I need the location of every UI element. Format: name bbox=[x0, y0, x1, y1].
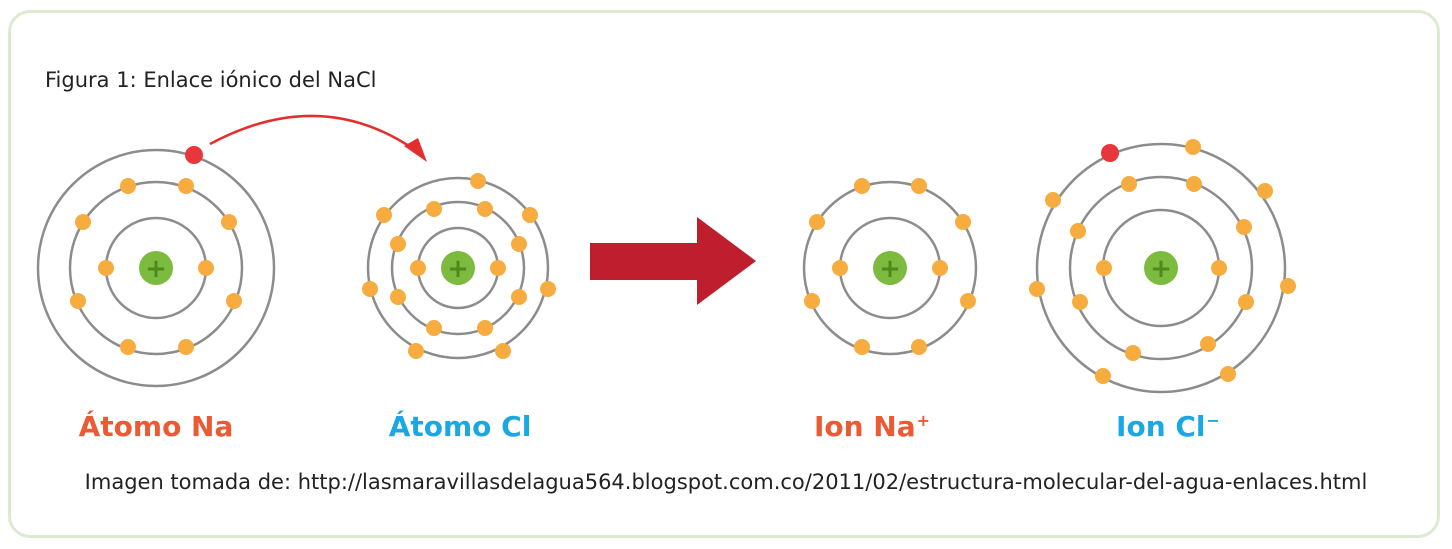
electron bbox=[477, 320, 493, 336]
electron bbox=[1045, 192, 1061, 208]
label-cl-ion-text: Ion Cl bbox=[1116, 410, 1206, 443]
electron bbox=[98, 260, 114, 276]
electron bbox=[1185, 139, 1201, 155]
electron bbox=[120, 339, 136, 355]
electron bbox=[804, 293, 820, 309]
electron bbox=[854, 339, 870, 355]
electron bbox=[854, 178, 870, 194]
electron bbox=[955, 214, 971, 230]
reaction-arrow bbox=[590, 217, 756, 305]
electron bbox=[911, 178, 927, 194]
cl-atom-nucleus-symbol: + bbox=[447, 254, 469, 284]
electron bbox=[1070, 223, 1086, 239]
electron-transfer-arrowhead bbox=[404, 138, 427, 162]
cl-ion-nucleus bbox=[1144, 251, 1178, 285]
cl-atom: + bbox=[362, 173, 556, 360]
label-na-ion: Ion Na+ bbox=[722, 410, 1022, 443]
cl-ion-orbit-3 bbox=[1035, 142, 1287, 394]
image-source: Imagen tomada de: http://lasmaravillasde… bbox=[84, 470, 1368, 494]
figure-frame bbox=[8, 10, 1440, 538]
electron bbox=[221, 214, 237, 230]
electron bbox=[490, 260, 506, 276]
na-ion-orbit-2 bbox=[802, 180, 978, 356]
electron bbox=[960, 293, 976, 309]
electron bbox=[178, 339, 194, 355]
electron bbox=[511, 236, 527, 252]
electron bbox=[178, 178, 194, 194]
electron bbox=[120, 178, 136, 194]
cl-ion-orbit-2 bbox=[1068, 175, 1254, 361]
electron bbox=[1186, 176, 1202, 192]
electron bbox=[426, 201, 442, 217]
electron bbox=[1238, 294, 1254, 310]
na-atom-orbit-2 bbox=[68, 180, 244, 356]
electron bbox=[470, 173, 486, 189]
na-atom: + bbox=[36, 146, 276, 388]
na-atom-nucleus bbox=[139, 251, 173, 285]
gained-electron bbox=[1101, 144, 1119, 162]
electron-transfer-arrow bbox=[209, 114, 416, 152]
electron bbox=[809, 214, 825, 230]
cl-ion: + bbox=[1029, 139, 1296, 394]
label-na-atom: Átomo Na bbox=[78, 410, 234, 443]
electron bbox=[1095, 368, 1111, 384]
na-ion-nucleus bbox=[873, 251, 907, 285]
electron bbox=[1072, 294, 1088, 310]
electron bbox=[1211, 260, 1227, 276]
electron bbox=[1280, 278, 1296, 294]
cl-atom-orbit-2 bbox=[390, 200, 526, 336]
electron bbox=[362, 281, 378, 297]
label-cl-ion: Ion Cl− bbox=[1018, 410, 1318, 443]
transferred-electron bbox=[185, 146, 203, 164]
cl-atom-orbit-3 bbox=[366, 176, 550, 360]
electron bbox=[426, 320, 442, 336]
electron bbox=[75, 214, 91, 230]
cl-atom-nucleus bbox=[441, 251, 475, 285]
label-cl-atom: Átomo Cl bbox=[388, 410, 532, 443]
electron bbox=[477, 201, 493, 217]
electron bbox=[376, 207, 392, 223]
electron bbox=[1220, 366, 1236, 382]
electron bbox=[1096, 260, 1112, 276]
electron bbox=[522, 207, 538, 223]
electron bbox=[198, 260, 214, 276]
electron bbox=[1125, 345, 1141, 361]
na-ion-nucleus-symbol: + bbox=[879, 254, 901, 284]
electron bbox=[226, 293, 242, 309]
electron bbox=[408, 343, 424, 359]
label-cl-ion-charge: − bbox=[1206, 410, 1220, 430]
electron bbox=[390, 236, 406, 252]
na-atom-orbit-3 bbox=[36, 148, 276, 388]
electron bbox=[1200, 336, 1216, 352]
cl-ion-nucleus-symbol: + bbox=[1150, 254, 1172, 284]
electron bbox=[511, 289, 527, 305]
electron bbox=[1236, 219, 1252, 235]
electron bbox=[832, 260, 848, 276]
electron bbox=[1029, 281, 1045, 297]
label-na-ion-text: Ion Na bbox=[813, 410, 916, 443]
electron bbox=[410, 260, 426, 276]
electron bbox=[495, 343, 511, 359]
electron bbox=[932, 260, 948, 276]
electron bbox=[390, 289, 406, 305]
figure-caption: Figura 1: Enlace iónico del NaCl bbox=[45, 68, 377, 92]
label-na-ion-charge: + bbox=[916, 410, 931, 430]
na-ion: + bbox=[802, 178, 978, 356]
na-atom-nucleus-symbol: + bbox=[145, 254, 167, 284]
electron bbox=[70, 293, 86, 309]
electron bbox=[1257, 183, 1273, 199]
electron bbox=[911, 339, 927, 355]
electron bbox=[540, 281, 556, 297]
electron bbox=[1121, 176, 1137, 192]
